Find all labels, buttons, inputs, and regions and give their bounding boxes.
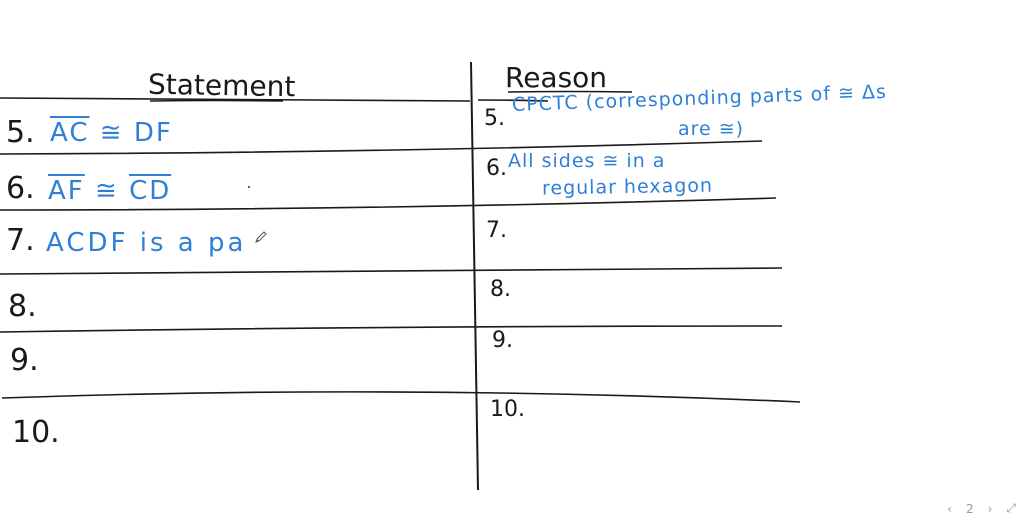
reason-number-6: 6.	[486, 156, 507, 181]
row-rule-7	[0, 267, 783, 275]
reason-header: Reason	[505, 61, 608, 94]
statement-header: Statement	[147, 67, 296, 104]
pencil-cursor-icon	[255, 231, 267, 243]
statement-header-underline	[149, 99, 284, 102]
expand-icon[interactable]: ⤢	[1006, 501, 1016, 515]
row-rule-5	[0, 140, 763, 155]
segment-ac: AC	[50, 118, 90, 148]
reason-text-6-line-1: All sides ≅ in a	[508, 150, 666, 172]
reason-text-5-line-2: are ≅)	[678, 118, 745, 140]
page-navigation: ‹ 2 › ⤢	[947, 501, 1016, 516]
reason-number-5: 5.	[484, 106, 505, 131]
segment-af: AF	[48, 176, 85, 206]
segment-cd: CD	[129, 176, 172, 206]
row-rule-9	[1, 391, 801, 403]
reason-number-7: 7.	[486, 218, 507, 243]
reason-number-10: 10.	[490, 397, 525, 422]
statement-text-5: AC ≅ DF	[50, 120, 173, 146]
row-rule-8	[0, 325, 783, 333]
statement-number-7: 7.	[6, 223, 35, 258]
reason-number-8: 8.	[490, 277, 511, 302]
statement-number-6: 6.	[6, 171, 35, 206]
header-rule-right	[477, 99, 549, 102]
congruent-symbol: ≅	[89, 118, 134, 148]
statement-number-10: 10.	[12, 415, 60, 450]
next-page-button[interactable]: ›	[987, 501, 993, 516]
reason-header-underline	[507, 90, 633, 93]
stray-pen-mark	[248, 186, 250, 188]
statement-number-9: 9.	[10, 343, 39, 378]
reason-number-9: 9.	[492, 328, 513, 353]
row-rule-6	[0, 197, 777, 211]
segment-df: DF	[133, 118, 173, 148]
column-divider	[470, 61, 479, 491]
congruent-symbol: ≅	[84, 176, 130, 206]
statement-number-5: 5.	[6, 115, 35, 150]
statement-text-6: AF ≅ CD	[48, 178, 171, 204]
statement-number-8: 8.	[8, 289, 37, 324]
header-rule	[0, 97, 471, 102]
reason-text-6-line-2: regular hexagon	[541, 174, 714, 200]
previous-page-button[interactable]: ‹	[947, 501, 952, 516]
statement-text-7: ACDF is a pa	[46, 228, 247, 258]
page-number: 2	[965, 501, 974, 516]
